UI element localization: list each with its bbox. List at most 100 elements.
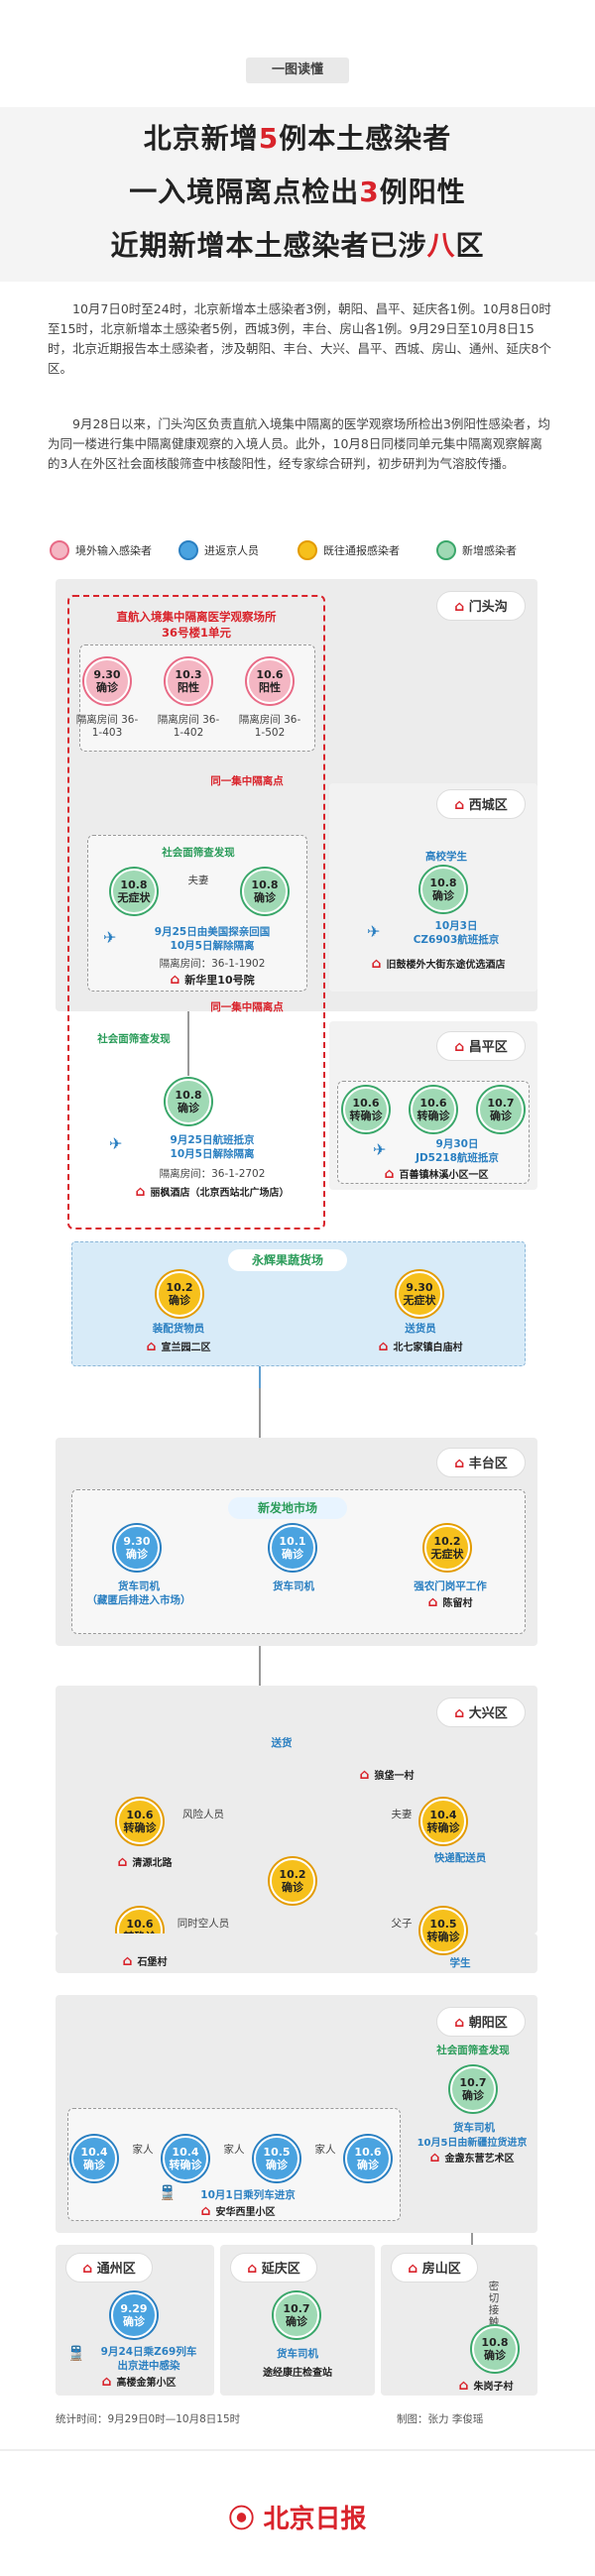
district-xicheng: ⌂ 西城区 — [436, 789, 526, 819]
place-label: 途经康庄检查站 — [263, 2368, 332, 2379]
relation-label: 家人 — [223, 2144, 245, 2156]
room-label: 隔离房间：36-1-2702 — [159, 1168, 266, 1180]
train-label: 出京进中感染 — [117, 2360, 180, 2372]
plane-icon: ✈ — [373, 1140, 387, 1159]
train-icon: 🚆 — [159, 2185, 177, 2201]
district-tongzhou: ⌂ 通州区 — [65, 2253, 153, 2283]
district-changping: ⌂ 昌平区 — [436, 1031, 526, 1061]
student-label: 高校学生 — [425, 851, 467, 863]
headline-line-1: 北京新增5例本土感染者 — [143, 122, 452, 155]
train-icon: 🚆 — [67, 2346, 85, 2362]
relation-label: 家人 — [132, 2144, 154, 2156]
market-title: 永辉果蔬货场 — [228, 1249, 347, 1271]
room-label: 隔离房间：36-1-1902 — [159, 958, 266, 970]
topic-tag: 一图读懂 — [246, 58, 349, 83]
room-label: 隔离房间 36-1-502 — [238, 714, 301, 739]
site-unit: 36号楼1单元 — [161, 626, 231, 640]
logo-icon: ⦿ — [228, 2505, 264, 2534]
flight-label: 9月30日 — [435, 1138, 479, 1150]
place-label: ⌂ 朱岗子村 — [458, 2378, 514, 2394]
place-label: ⌂ 宣兰园二区 — [146, 1339, 211, 1354]
intro-paragraph-1: 10月7日0时至24时，北京新增本土感染者3例，朝阳、昌平、延庆各1例。10月8… — [48, 301, 551, 376]
role-label: 货车司机 — [453, 2122, 495, 2134]
role-label: 装配货物员 — [152, 1323, 205, 1335]
headline-line-3: 近期新增本土感染者已涉八区 — [110, 229, 485, 262]
district-yanqing: ⌂ 延庆区 — [230, 2253, 317, 2283]
relation-label: 夫妻 — [391, 1809, 413, 1820]
district-fangshan: ⌂ 房山区 — [391, 2253, 478, 2283]
relation-label: 父子 — [391, 1918, 413, 1930]
district-daxing: ⌂ 大兴区 — [436, 1698, 526, 1727]
relation-label: 同时空人员 — [177, 1918, 230, 1930]
role-label: 学生 — [449, 1957, 471, 1969]
place-label: ⌂ 安华西里小区 — [200, 2203, 276, 2219]
role-label: 货车司机 — [273, 1581, 314, 1592]
flight-label: JD5218航班抵京 — [416, 1152, 499, 1164]
stat-time: 统计时间：9月29日0时—10月8日15时 — [56, 2413, 241, 2425]
site-title: 直航入境集中隔离医学观察场所 — [116, 610, 277, 624]
role-label: 送货员 — [405, 1323, 436, 1335]
district-fengtai: ⌂ 丰台区 — [436, 1448, 526, 1477]
train-label: 9月24日乘Z69列车 — [100, 2346, 197, 2358]
market-title: 新发地市场 — [228, 1497, 347, 1519]
relation-label: 家人 — [314, 2144, 336, 2156]
intro-paragraph-2: 9月28日以来，门头沟区负责直航入境集中隔离的医学观察场所检出3例阳性感染者，均… — [48, 416, 550, 471]
place-label: ⌂ 陈留村 — [427, 1594, 473, 1610]
village-label: ⌂ 狼垡一村 — [359, 1767, 415, 1783]
relation-label: 风险人员 — [182, 1809, 224, 1820]
screen-label: 社会面筛查发现 — [436, 2045, 510, 2056]
travel-label: 9月25日由美国探亲回国 — [154, 926, 271, 938]
flight-label: 10月3日 — [434, 920, 478, 932]
headline-background — [0, 107, 595, 282]
legend-new: 新增感染者 — [436, 540, 517, 560]
role-label: 强农门岗平工作 — [414, 1581, 487, 1592]
train-label: 10月1日乘列车进京 — [200, 2189, 296, 2201]
place-label: ⌂ 北七家镇白庙村 — [378, 1339, 463, 1354]
screen-label: 社会面筛查发现 — [162, 847, 235, 859]
relation-label: 夫妻 — [187, 875, 209, 886]
same-point-label: 同一集中隔离点 — [210, 775, 284, 787]
quarantine-site-box — [67, 595, 325, 1229]
room-label: 隔离房间 36-1-402 — [157, 714, 220, 739]
room-label: 隔离房间 36-1-403 — [75, 714, 139, 739]
screen-label: 社会面筛查发现 — [97, 1033, 171, 1045]
role-label: 货车司机 — [277, 2348, 318, 2360]
deliver-label: 送货 — [271, 1737, 293, 1749]
place-label: ⌂ 石堡村 — [122, 1953, 168, 1969]
district-chaoyang: ⌂ 朝阳区 — [436, 2007, 526, 2037]
place-label: ⌂ 高楼金第小区 — [101, 2374, 177, 2390]
hotel-label: ⌂ 丽枫酒店（北京西站北广场店） — [135, 1184, 290, 1200]
legend-previous: 既往通报感染者 — [298, 540, 400, 560]
role-label: 货车司机 — [118, 1581, 160, 1592]
place-label: ⌂ 金盏东营艺术区 — [429, 2150, 515, 2166]
headline-line-2: 一入境隔离点检出3例阳性 — [129, 176, 466, 208]
place-label: ⌂ 百善镇林溪小区一区 — [384, 1166, 489, 1182]
role-label: 10月5日由新疆拉货进京 — [416, 2138, 528, 2149]
place-label: ⌂ 旧鼓楼外大街东途优选酒店 — [371, 956, 506, 972]
plane-icon: ✈ — [109, 1134, 123, 1153]
plane-icon: ✈ — [367, 922, 381, 941]
